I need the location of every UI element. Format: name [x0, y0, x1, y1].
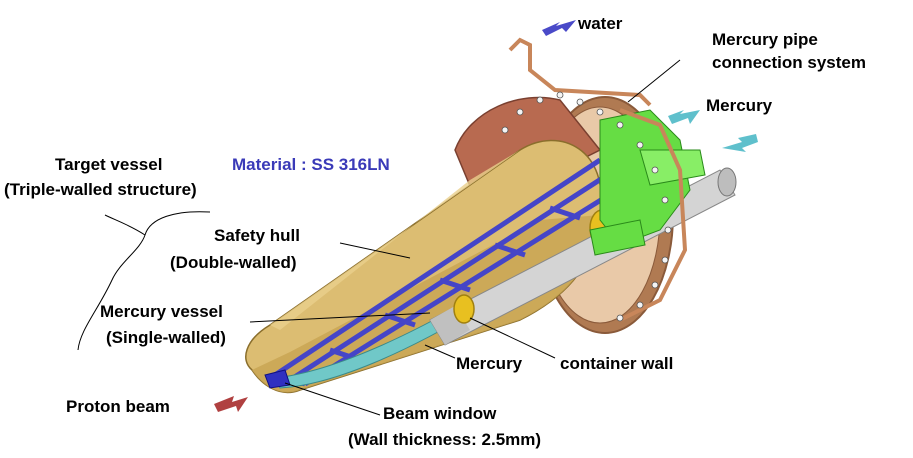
- proton-beam-label: Proton beam: [66, 397, 170, 416]
- safety-hull-label-2: (Double-walled): [170, 253, 297, 272]
- container-wall-label: container wall: [560, 354, 674, 373]
- container-wall-ring: [453, 294, 475, 324]
- target-vessel-label-1: Target vessel: [55, 155, 163, 174]
- mercury-vessel-label-2: (Single-walled): [106, 328, 226, 347]
- cooling-grid: [273, 157, 627, 387]
- mercury-pipe-label-2: connection system: [712, 53, 866, 72]
- leader-lines: [77, 59, 681, 416]
- water-arrow: [542, 20, 576, 36]
- mercury-vessel-label-1: Mercury vessel: [100, 302, 223, 321]
- mercury-flow-label: Mercury: [706, 96, 773, 115]
- mercury-inner-label: Mercury: [456, 354, 523, 373]
- target-vessel-label-2: (Triple-walled structure): [4, 180, 197, 199]
- material-label: Material : SS 316LN: [232, 155, 390, 174]
- copper-frame: [508, 37, 652, 107]
- safety-hull-label-1: Safety hull: [214, 226, 300, 245]
- proton-beam-arrow: [214, 396, 248, 412]
- flange-bolts: [501, 91, 672, 322]
- beam-window-label-1: Beam window: [383, 404, 497, 423]
- water-label: water: [578, 14, 623, 33]
- mercury-out-arrow: [668, 110, 700, 124]
- mercury-in-arrow: [722, 134, 758, 152]
- mercury-pipe-label-1: Mercury pipe: [712, 30, 818, 49]
- beam-window-label-2: (Wall thickness: 2.5mm): [348, 430, 542, 449]
- copper-frame-2: [619, 108, 688, 322]
- green-connection-system: [589, 109, 706, 256]
